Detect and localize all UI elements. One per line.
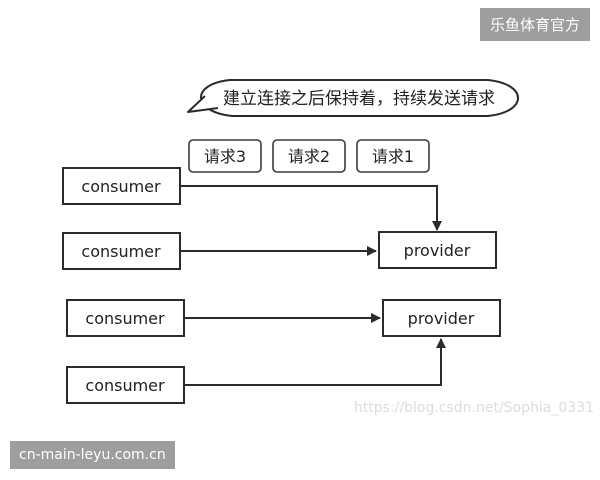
edge-consumer1-provider1: [180, 185, 442, 231]
request-box-3: 请求3: [188, 139, 262, 173]
provider-label-1: provider: [404, 241, 471, 260]
edge-consumer4-provider2: [184, 338, 446, 386]
request-label-1: 请求1: [372, 147, 414, 166]
request-label-3: 请求3: [204, 147, 246, 166]
consumer-node-2: consumer: [62, 232, 181, 270]
watermark-bottom-left: cn-main-leyu.com.cn: [10, 441, 175, 469]
provider-node-1: provider: [378, 231, 497, 269]
request-label-2: 请求2: [288, 147, 330, 166]
request-box-2: 请求2: [272, 139, 346, 173]
consumer-label-4: consumer: [85, 376, 165, 395]
speech-bubble: 建立连接之后保持着，持续发送请求: [187, 79, 519, 117]
consumer-node-3: consumer: [66, 299, 185, 337]
provider-label-2: provider: [408, 309, 475, 328]
watermark-csdn: https://blog.csdn.net/Sophia_0331: [353, 400, 594, 416]
consumer-label-1: consumer: [81, 177, 161, 196]
consumer-label-2: consumer: [81, 242, 161, 261]
provider-node-2: provider: [382, 299, 501, 337]
watermark-top-right: 乐鱼体育官方: [479, 8, 590, 41]
consumer-node-1: consumer: [62, 167, 181, 205]
consumer-node-4: consumer: [66, 366, 185, 404]
request-box-1: 请求1: [356, 139, 430, 173]
consumer-label-3: consumer: [85, 309, 165, 328]
speech-bubble-text: 建立连接之后保持着，持续发送请求: [223, 89, 495, 109]
